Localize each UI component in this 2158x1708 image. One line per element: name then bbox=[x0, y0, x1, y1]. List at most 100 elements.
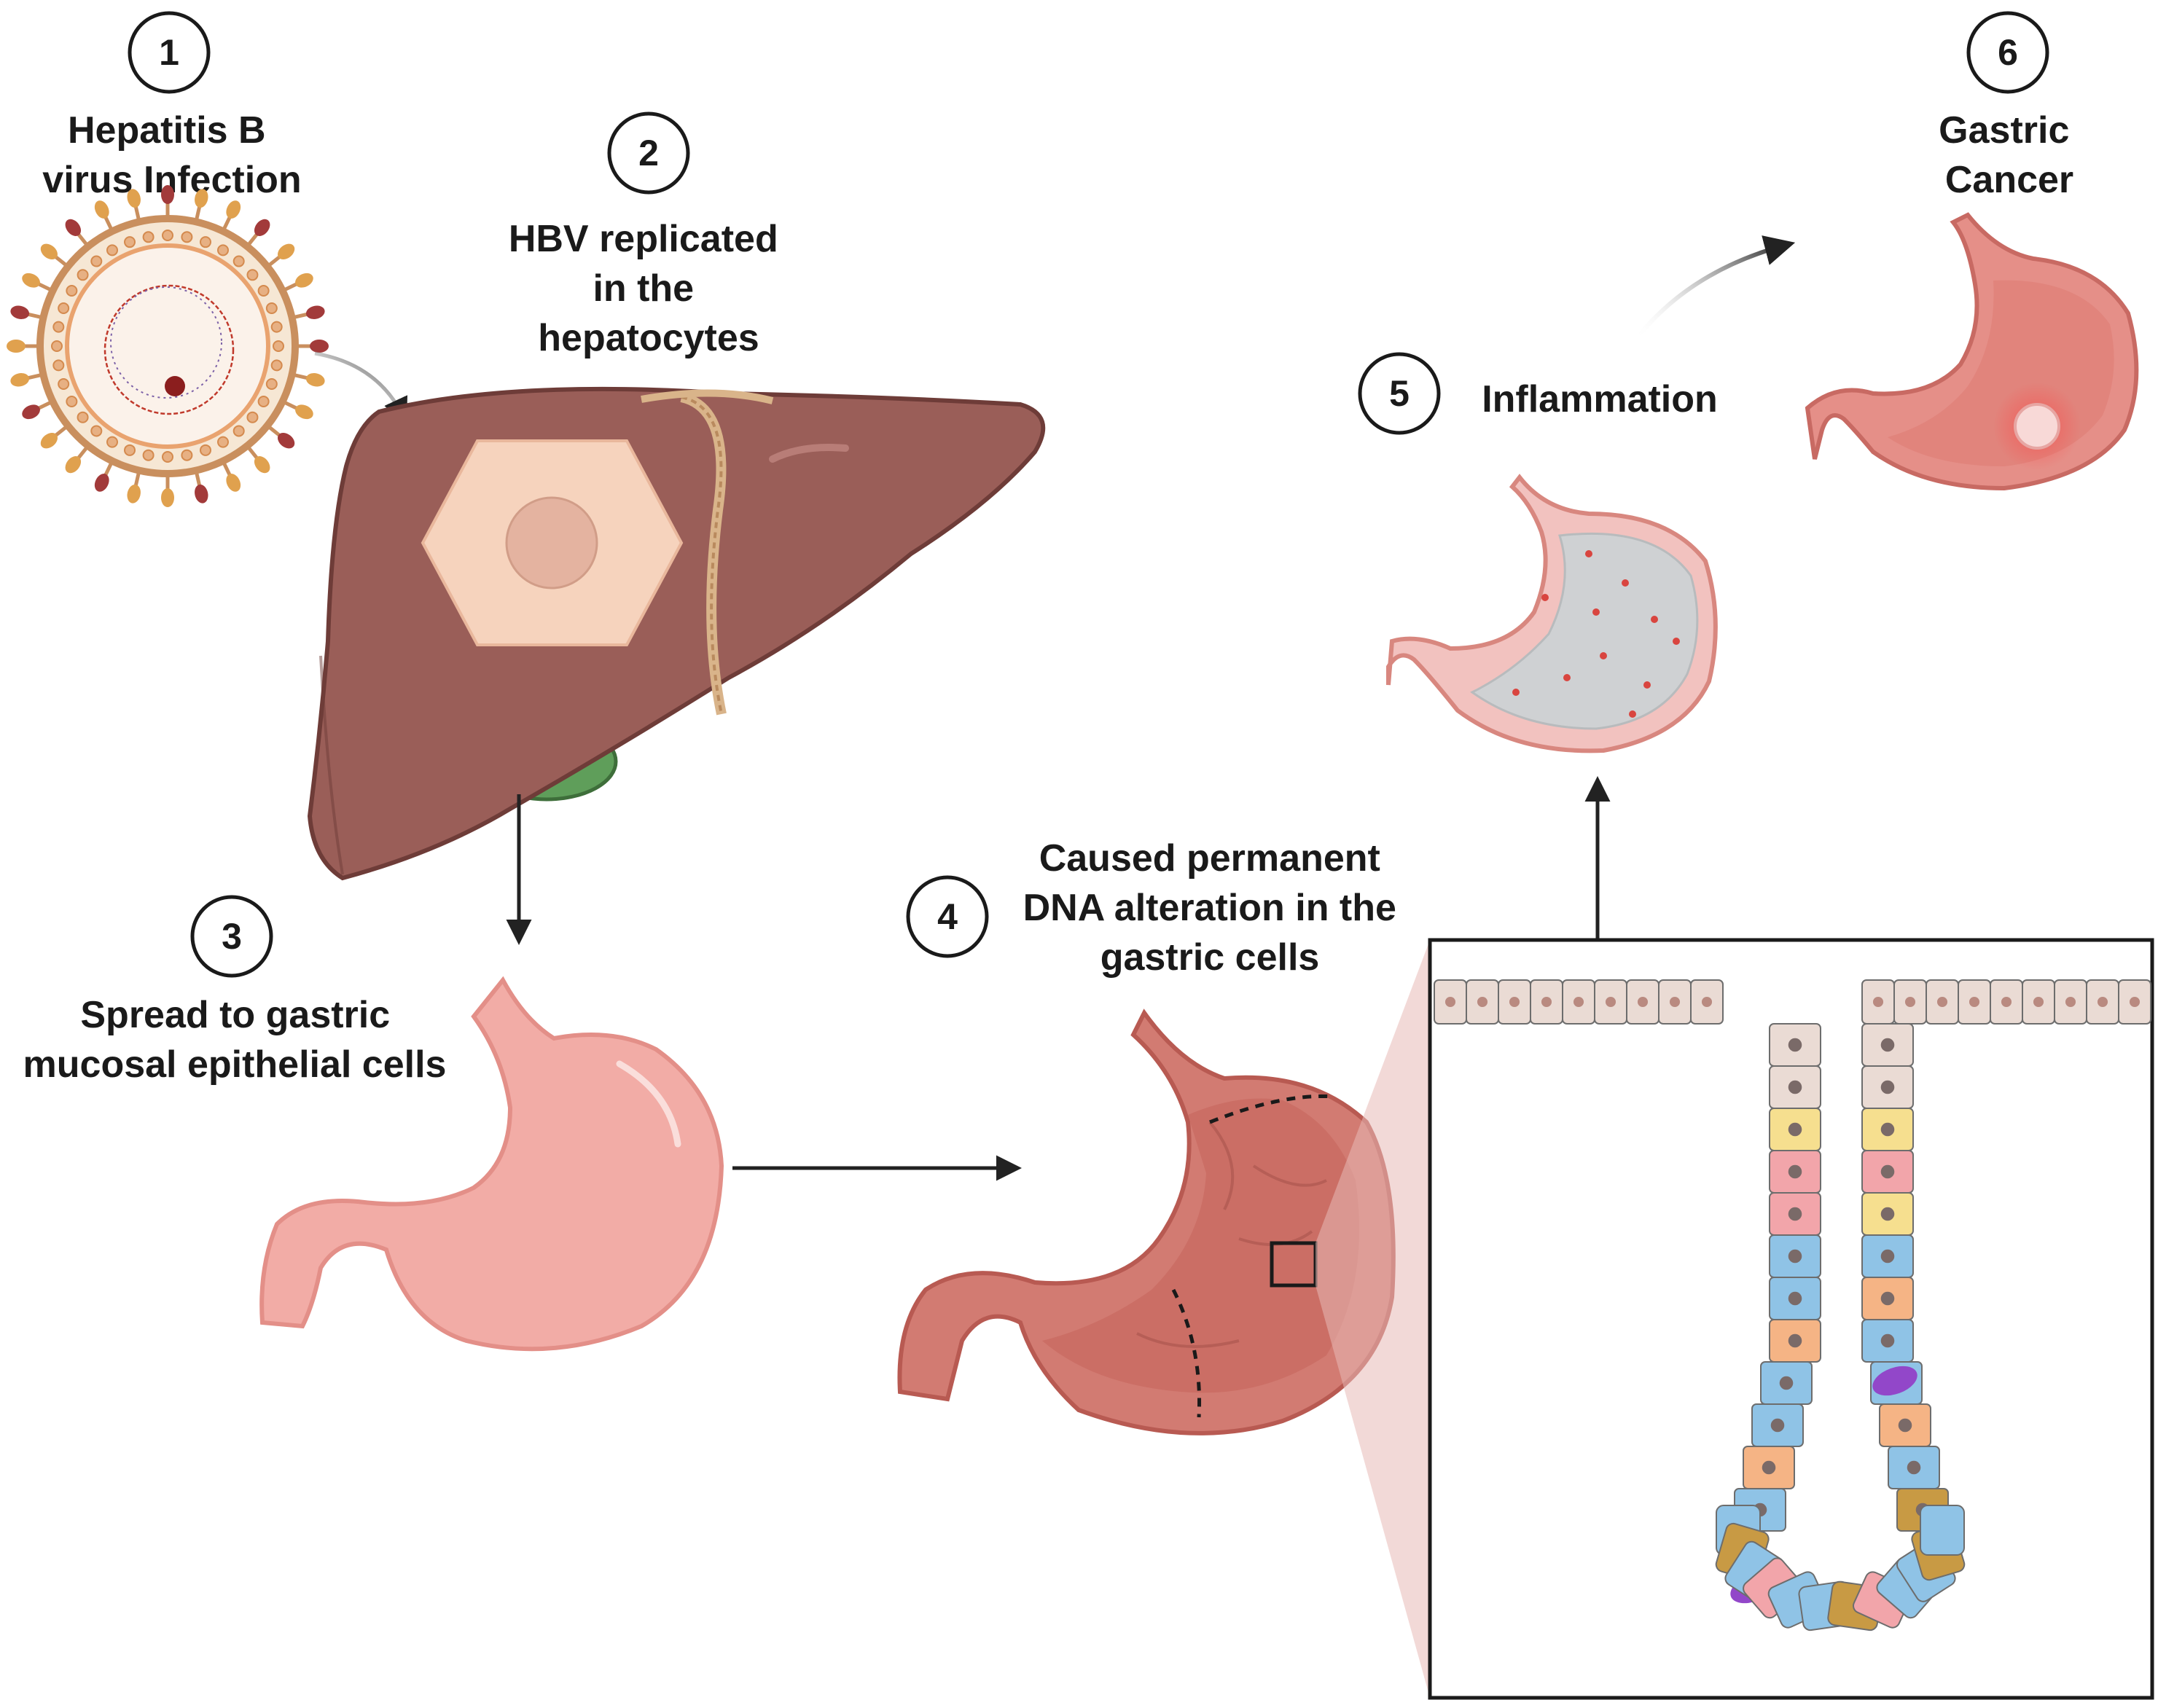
inflammation-spot bbox=[1592, 608, 1600, 616]
gland-cell bbox=[1861, 1065, 1914, 1109]
svg-text:3: 3 bbox=[222, 916, 242, 957]
inflammation-spot bbox=[1563, 674, 1571, 681]
inflammation-spot bbox=[1541, 594, 1549, 601]
gland-cell bbox=[1888, 1446, 1940, 1489]
capsid-bead bbox=[90, 425, 103, 437]
capsid-bead bbox=[265, 377, 278, 390]
capsid-bead bbox=[232, 425, 245, 437]
gland-cell bbox=[1861, 1023, 1914, 1067]
capsid-bead bbox=[199, 444, 211, 456]
capsid-bead bbox=[106, 244, 118, 256]
virus-spike-head bbox=[310, 340, 329, 353]
inflammation-spot bbox=[1643, 681, 1651, 689]
virus-spike-head bbox=[305, 305, 325, 319]
gland-cell bbox=[1861, 1108, 1914, 1151]
virus-spike-head bbox=[254, 456, 270, 474]
gland-cell bbox=[1769, 1192, 1821, 1236]
gland-cell bbox=[2022, 979, 2055, 1025]
gland-cell bbox=[1594, 979, 1627, 1025]
gland-cell bbox=[1893, 979, 1927, 1025]
svg-text:1: 1 bbox=[159, 32, 179, 73]
inflammation-to-cancer-arrow bbox=[1634, 235, 1796, 340]
zoom-wedge bbox=[1315, 940, 1430, 1698]
capsid-bead bbox=[52, 359, 65, 372]
inflammation-spot bbox=[1512, 689, 1520, 696]
svg-text:6: 6 bbox=[1998, 32, 2018, 73]
virus-spike-head bbox=[295, 273, 313, 288]
virus-spike-head bbox=[7, 340, 26, 353]
capsid-bead bbox=[142, 449, 155, 461]
gland-cell bbox=[1769, 1277, 1821, 1320]
capsid-bead bbox=[257, 396, 270, 407]
virus-spike-head bbox=[40, 243, 58, 260]
gland-cell bbox=[1751, 1403, 1804, 1447]
virus-spike-head bbox=[195, 189, 208, 208]
gland-cell bbox=[1769, 1023, 1821, 1067]
virus-spike-head bbox=[226, 474, 241, 492]
step-3-label: Spread to gastric mucosal epithelial cel… bbox=[23, 994, 447, 1086]
svg-text:4: 4 bbox=[937, 896, 958, 937]
step-5-number-badge: 5 bbox=[1358, 352, 1441, 435]
hepatocyte-nucleus bbox=[505, 496, 598, 589]
gastric-gland-inset bbox=[1428, 938, 2154, 1700]
capsid-bead bbox=[162, 451, 173, 463]
capsid-bead bbox=[58, 302, 70, 315]
capsid-bead bbox=[265, 302, 278, 315]
liver-illustration bbox=[307, 386, 1046, 881]
inflamed-stomach bbox=[1386, 474, 1718, 753]
gland-cell bbox=[1760, 1361, 1813, 1405]
virus-spike-head bbox=[40, 432, 58, 449]
virus-spike-head bbox=[278, 243, 295, 260]
virus-spike-head bbox=[226, 200, 241, 219]
capsid-bead bbox=[181, 231, 193, 243]
gland-cell bbox=[1626, 979, 1659, 1025]
gland-base-cell bbox=[1920, 1505, 1965, 1556]
gland-cell bbox=[1861, 1192, 1914, 1236]
capsid-bead bbox=[66, 396, 78, 407]
inflammation-spot bbox=[1673, 638, 1680, 645]
gland-cell bbox=[1562, 979, 1595, 1025]
capsid-bead bbox=[124, 444, 136, 456]
gland-cells bbox=[1434, 979, 2151, 1631]
gland-cell bbox=[1743, 1446, 1795, 1489]
gland-cell bbox=[1434, 979, 1467, 1025]
step-4-label: Caused permanent DNA alteration in the g… bbox=[1023, 837, 1407, 979]
svg-text:2: 2 bbox=[638, 133, 659, 173]
capsid-bead bbox=[124, 236, 136, 248]
gland-cell bbox=[1530, 979, 1563, 1025]
gland-cell bbox=[1926, 979, 1959, 1025]
gland-cell bbox=[1769, 1108, 1821, 1151]
capsid-bead bbox=[181, 449, 193, 461]
virus-spike-head bbox=[65, 456, 82, 474]
gland-cell bbox=[1769, 1065, 1821, 1109]
virus-spike-head bbox=[22, 404, 40, 420]
virus-spike-head bbox=[127, 484, 141, 504]
virus-spike-head bbox=[94, 200, 109, 219]
purple-immune-cell bbox=[1872, 1366, 1917, 1396]
capsid-bead bbox=[273, 340, 284, 352]
gland-cell bbox=[2118, 979, 2151, 1025]
inflammation-spot bbox=[1600, 652, 1607, 659]
step-4-number-badge: 4 bbox=[906, 875, 989, 958]
capsid-bead bbox=[66, 285, 78, 297]
gland-cell bbox=[1658, 979, 1692, 1025]
gland-cell bbox=[1879, 1403, 1931, 1447]
capsid-bead bbox=[257, 285, 270, 297]
inflammation-spot bbox=[1585, 550, 1592, 557]
inflammation-spot bbox=[1629, 710, 1636, 718]
gland-cell bbox=[1769, 1234, 1821, 1278]
gland-cell bbox=[1861, 979, 1895, 1025]
svg-text:5: 5 bbox=[1389, 373, 1410, 414]
step-1-number-badge: 1 bbox=[128, 11, 211, 94]
capsid-bead bbox=[199, 236, 211, 248]
altered-stomach bbox=[897, 1008, 1396, 1435]
step-3-number-badge: 3 bbox=[190, 895, 273, 978]
capsid-bead bbox=[77, 269, 89, 281]
capsid-bead bbox=[217, 436, 229, 448]
virus-spike-head bbox=[195, 484, 208, 504]
capsid-bead bbox=[232, 255, 245, 267]
capsid-bead bbox=[90, 255, 103, 267]
tumor-mass bbox=[2014, 403, 2060, 450]
step-2-label: HBV replicated in the hepatocytes bbox=[509, 218, 789, 359]
